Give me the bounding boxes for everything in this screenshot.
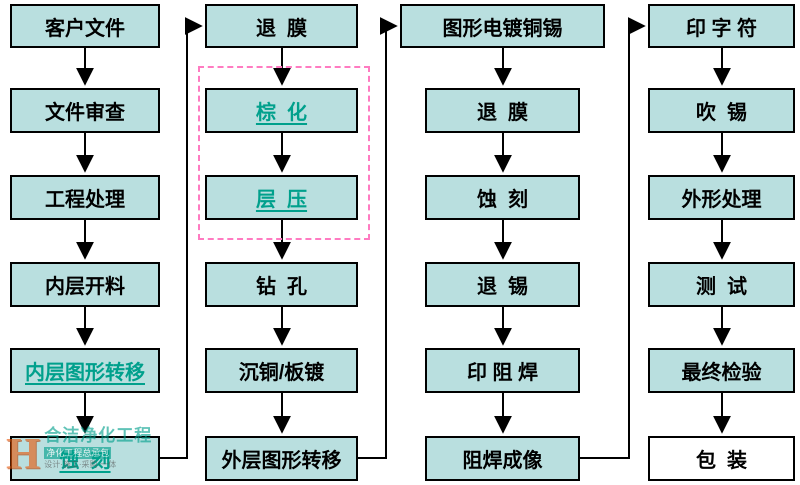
flow-step-label: 图形电镀铜锡: [442, 17, 563, 40]
flow-step-innerlayer-transfer: 内层图形转移: [10, 348, 160, 393]
flow-step-label: 最终检验: [681, 362, 762, 384]
flow-step-file-review: 文件审查: [10, 88, 160, 133]
flow-step-testing: 测 试: [648, 262, 795, 307]
flow-step-label: 层 压: [255, 189, 308, 211]
flow-step-label: 文件审查: [45, 102, 125, 124]
flow-step-label: 钻 孔: [255, 276, 308, 298]
flow-step-label: 测 试: [695, 276, 748, 298]
flow-step-etching-2: 蚀 刻: [425, 175, 580, 220]
flow-step-label: 内层图形转移: [25, 362, 145, 384]
flow-step-label: 蚀 刻: [59, 450, 111, 472]
flow-step-label: 阻焊成像: [462, 450, 543, 472]
flow-step-label: 外层图形转移: [221, 450, 342, 472]
flow-step-label: 外形处理: [681, 189, 762, 211]
flow-step-pattern-plating: 图形电镀铜锡: [400, 4, 605, 48]
flow-step-label: 客户文件: [45, 17, 125, 40]
flow-step-lamination: 层 压: [205, 175, 358, 220]
flow-step-label: 印 字 符: [685, 17, 758, 40]
flow-step-print-legend: 印 字 符: [648, 4, 795, 48]
flow-step-etching-1: 蚀 刻: [10, 436, 160, 481]
flow-step-strip-film-1: 退 膜: [205, 4, 358, 48]
flow-step-copper-deposition: 沉铜/板镀: [205, 348, 358, 393]
flow-step-innerlayer-cutting: 内层开料: [10, 262, 160, 307]
flow-step-label: 包 装: [695, 450, 748, 472]
flow-step-print-soldermask: 印 阻 焊: [425, 348, 580, 393]
flow-step-hot-air-tin: 吹 锡: [648, 88, 795, 133]
flow-step-label: 沉铜/板镀: [238, 362, 325, 384]
flow-step-label: 退 锡: [476, 276, 529, 298]
flow-step-label: 退 膜: [476, 102, 529, 124]
flow-step-customer-files: 客户文件: [10, 4, 160, 48]
flow-step-strip-tin: 退 锡: [425, 262, 580, 307]
flow-step-label: 蚀 刻: [476, 189, 529, 211]
flow-step-drilling: 钻 孔: [205, 262, 358, 307]
flow-step-label: 内层开料: [45, 276, 125, 298]
flow-step-final-inspection: 最终检验: [648, 348, 795, 393]
flow-step-strip-film-2: 退 膜: [425, 88, 580, 133]
flow-step-packing: 包 装: [648, 436, 795, 481]
flow-step-label: 印 阻 焊: [466, 362, 539, 384]
flow-step-brown-oxide: 棕 化: [205, 88, 358, 133]
flow-step-engineering: 工程处理: [10, 175, 160, 220]
flow-step-label: 退 膜: [255, 17, 308, 40]
flow-step-label: 棕 化: [255, 102, 308, 124]
flow-step-outerlayer-transfer: 外层图形转移: [205, 436, 358, 481]
flow-step-profile-processing: 外形处理: [648, 175, 795, 220]
flow-step-label: 吹 锡: [695, 102, 748, 124]
flow-step-label: 工程处理: [45, 189, 125, 211]
flow-step-soldermask-imaging: 阻焊成像: [425, 436, 580, 481]
